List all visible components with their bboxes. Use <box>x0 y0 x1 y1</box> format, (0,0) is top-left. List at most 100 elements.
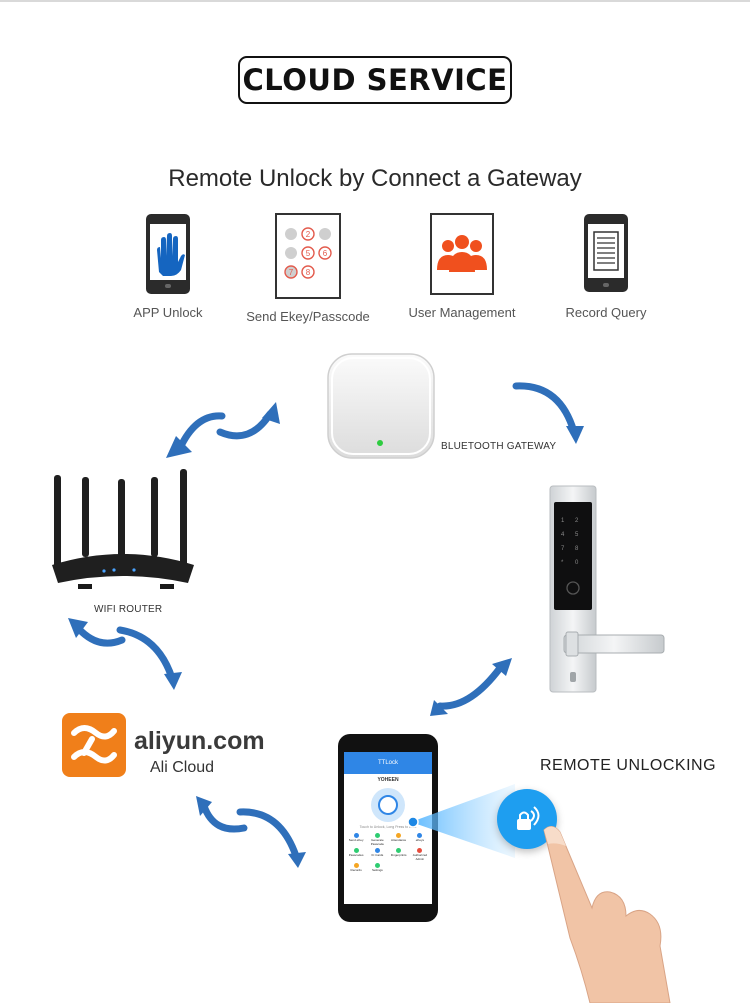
svg-text:7: 7 <box>561 546 565 552</box>
arrow-head <box>196 796 212 816</box>
menu-icon <box>396 833 402 838</box>
feature-label: Record Query <box>565 305 647 320</box>
door-lock-icon: 1 2 4 5 7 8 * 0 <box>549 485 665 693</box>
arrow-head <box>288 852 306 868</box>
svg-text:7: 7 <box>289 268 294 277</box>
feature-label: User Management <box>408 305 516 320</box>
svg-text:8: 8 <box>575 546 579 552</box>
menu-icon <box>417 833 423 838</box>
svg-text:4: 4 <box>561 532 565 538</box>
svg-text:2: 2 <box>575 518 579 524</box>
feature-record-query: Record Query <box>526 212 686 320</box>
menu-label: Fingerprints <box>390 853 407 857</box>
menu-item[interactable]: Settings <box>367 863 387 872</box>
svg-text:8: 8 <box>306 268 311 277</box>
menu-label: Authorized Admin <box>412 853 428 861</box>
svg-text:1: 1 <box>561 518 565 524</box>
remote-unlocking-label: REMOTE UNLOCKING <box>540 757 717 774</box>
app-header: TTLock <box>344 752 432 774</box>
arrow-head <box>566 426 584 444</box>
menu-label: Generate Passcode <box>370 838 384 846</box>
title-box: CLOUD SERVICE <box>238 56 512 104</box>
bluetooth-gateway <box>322 348 440 469</box>
record-phone-icon <box>584 214 628 292</box>
gateway-device-icon <box>327 353 435 459</box>
arrow-router-gateway-a <box>176 412 226 452</box>
svg-text:5: 5 <box>306 249 311 258</box>
smartphone: TTLock YOHEEN Touch to Unlock, Long Pres… <box>338 734 438 922</box>
menu-item[interactable]: Attendance <box>389 833 409 846</box>
signal-beam <box>407 784 515 858</box>
menu-item[interactable]: Send eKey <box>346 833 366 846</box>
feature-app-unlock: APP Unlock <box>88 212 248 320</box>
feature-send-ekey: 2 5 6 7 8 Send Ekey/Passcode <box>228 212 388 324</box>
feature-label: APP Unlock <box>133 305 203 320</box>
arrow-gateway-lock <box>512 382 578 436</box>
svg-text:5: 5 <box>575 532 579 538</box>
svg-text:*: * <box>561 560 564 566</box>
users-icon <box>430 213 494 295</box>
menu-icon <box>353 863 359 868</box>
menu-label: Send eKey <box>348 838 364 842</box>
menu-icon <box>374 848 380 853</box>
hand-phone-icon <box>146 214 190 294</box>
arrow-head <box>68 618 88 638</box>
router-label: WIFI ROUTER <box>94 604 163 612</box>
unlock-hint: Touch to Unlock, Long Press to Lock <box>359 825 417 829</box>
keypad-icon: 2 5 6 7 8 <box>275 213 341 299</box>
aliyun-logo <box>62 713 126 782</box>
lock-icon <box>378 795 398 815</box>
arrow-head <box>430 700 448 716</box>
arrow-phone-lock <box>436 664 504 710</box>
svg-text:6: 6 <box>323 249 328 258</box>
unlock-button[interactable] <box>371 788 405 822</box>
wifi-router <box>48 465 198 600</box>
pointing-finger-icon <box>543 826 671 1003</box>
menu-icon <box>353 833 359 838</box>
arrow-head <box>164 672 182 690</box>
menu-label: Settings <box>371 868 383 872</box>
svg-text:0: 0 <box>575 560 579 566</box>
arrow-head <box>166 436 192 458</box>
menu-icon <box>353 848 359 853</box>
menu-label: Records <box>350 868 362 872</box>
menu-icon <box>374 833 380 838</box>
subtitle: Remote Unlock by Connect a Gateway <box>168 165 582 192</box>
top-divider <box>0 0 750 2</box>
arrow-router-cloud-b <box>116 626 176 682</box>
menu-item[interactable]: Authorized Admin <box>410 848 430 861</box>
menu-label: Passcodes <box>348 853 364 857</box>
arrow-cloud-phone-a <box>200 802 248 833</box>
menu-icon <box>396 848 402 853</box>
svg-text:2: 2 <box>306 230 311 239</box>
arrow-cloud-phone-b <box>236 808 300 860</box>
menu-label: eKeys <box>415 838 425 842</box>
menu-item[interactable]: Generate Passcode <box>367 833 387 846</box>
feature-label: Send Ekey/Passcode <box>246 309 370 324</box>
router-icon <box>52 469 194 589</box>
menu-icon <box>417 848 423 853</box>
aliyun-name: Ali Cloud <box>150 759 215 776</box>
app-menu: Send eKey Generate Passcode Attendance e… <box>344 833 432 872</box>
arrow-head <box>262 402 280 424</box>
menu-label: IC Cards <box>371 853 384 857</box>
lock-name: YOHEEN <box>377 777 399 783</box>
phone-screen: TTLock YOHEEN Touch to Unlock, Long Pres… <box>344 752 432 904</box>
feature-user-management: User Management <box>382 212 542 320</box>
arrow-router-gateway-b <box>216 410 274 440</box>
menu-icon <box>374 863 380 868</box>
menu-label: Attendance <box>391 838 407 842</box>
arrow-head <box>492 658 512 676</box>
menu-item[interactable]: Records <box>346 863 366 872</box>
wifi-lock-icon <box>517 806 540 830</box>
gateway-label: BLUETOOTH GATEWAY <box>441 441 557 452</box>
aliyun-logo-icon <box>62 713 126 777</box>
page-title: CLOUD SERVICE <box>242 63 508 97</box>
menu-item[interactable]: eKeys <box>410 833 430 846</box>
arrow-router-cloud-a <box>74 624 126 647</box>
menu-item[interactable]: Passcodes <box>346 848 366 861</box>
menu-item[interactable]: IC Cards <box>367 848 387 861</box>
menu-item[interactable]: Fingerprints <box>389 848 409 861</box>
smart-door-lock: 1 2 4 5 7 8 * 0 <box>546 484 666 701</box>
